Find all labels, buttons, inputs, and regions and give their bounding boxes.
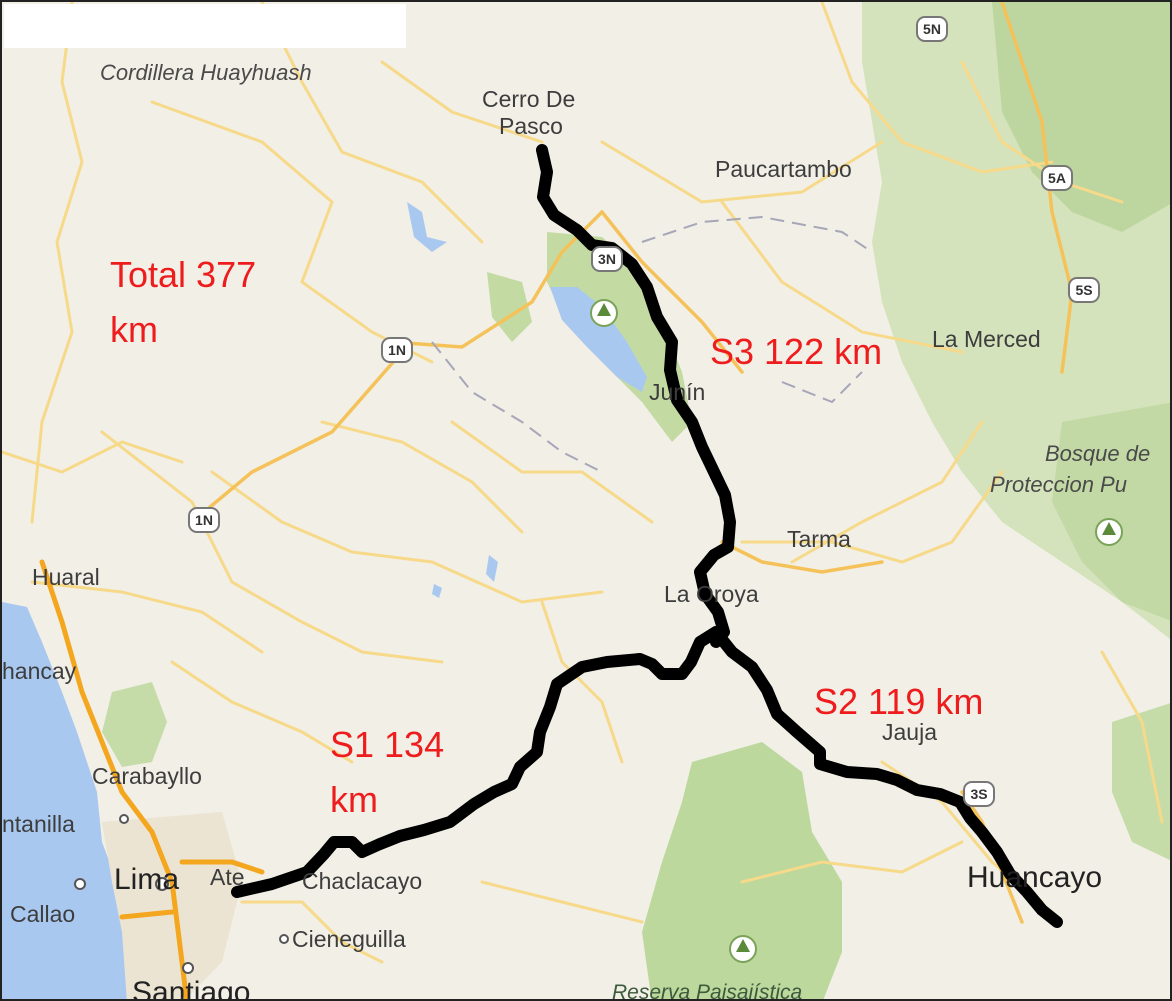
place-huaral: Huaral (32, 564, 100, 590)
route-s1 (231, 626, 722, 898)
place-ate: Ate (210, 864, 245, 890)
annotation-total-line1: Total 377 (110, 254, 256, 295)
route-shield-1n-icon: 1N (188, 507, 220, 533)
lake-junin (550, 287, 647, 392)
svg-text:5A: 5A (1048, 170, 1066, 186)
place-ventanilla-partial: ntanilla (2, 811, 75, 837)
place-chaclacayo: Chaclacayo (302, 868, 422, 894)
reserva-park (642, 742, 842, 999)
annotation-s2: S2 119 km (814, 681, 983, 722)
route-shield-1n-icon: 1N (381, 337, 413, 363)
svg-text:3S: 3S (970, 786, 987, 802)
lake-small-1 (407, 202, 447, 252)
forest-region-dense (992, 2, 1170, 232)
place-reserva-paisajistica: Reserva Paisajística (612, 981, 802, 1001)
place-cerro-de-pasco-line1: Cerro De (482, 86, 575, 112)
svg-text:5S: 5S (1075, 282, 1092, 298)
place-callao: Callao (10, 901, 75, 927)
park-tree-icon-junin (590, 299, 618, 327)
pacific-ocean (2, 602, 132, 999)
place-tarma: Tarma (787, 526, 851, 552)
route-shield-3n-icon: 3N (591, 246, 623, 272)
place-cerro-de-pasco-line2: Pasco (499, 113, 563, 139)
park-east (1112, 703, 1170, 861)
svg-text:1N: 1N (388, 342, 406, 358)
lima-urban (102, 812, 242, 999)
park-tree-icon-bosque (1095, 518, 1123, 546)
lake-small-2 (486, 555, 498, 582)
minor-roads (2, 2, 1164, 964)
route-s2 (710, 626, 1063, 928)
forest-region-east (1052, 402, 1170, 621)
place-carabayllo: Carabayllo (92, 763, 202, 789)
place-la-merced: La Merced (932, 326, 1041, 352)
svg-text:3N: 3N (598, 251, 616, 267)
lake-small-3 (432, 584, 442, 598)
place-paucartambo: Paucartambo (715, 156, 852, 182)
place-cordillera-huayhuash: Cordillera Huayhuash (100, 60, 312, 85)
park-tree-icon-reserva (729, 935, 757, 963)
annotation-s3: S3 122 km (710, 331, 882, 372)
svg-text:1N: 1N (195, 512, 213, 528)
route-shield-5n-icon: 5N (916, 16, 948, 42)
route-shield-5s-icon: 5S (1068, 277, 1100, 303)
place-jauja: Jauja (882, 719, 937, 745)
place-lima: Lima (114, 863, 179, 896)
annotation-s1-line1: S1 134 (330, 724, 444, 765)
route-s3 (536, 144, 736, 648)
place-bosque-line2: Proteccion Pu (990, 472, 1127, 497)
annotation-total-line2: km (110, 309, 158, 350)
place-junin: Junín (649, 379, 705, 405)
place-huancayo: Huancayo (967, 861, 1102, 894)
place-huacho-partial: hancay (2, 658, 77, 684)
park-west (102, 682, 167, 767)
place-santiago: Santiago (132, 976, 250, 1001)
route-shield-5a-icon: 5A (1041, 165, 1073, 191)
map-search-box[interactable] (4, 4, 406, 48)
major-roads (39, 559, 265, 999)
place-bosque-line1: Bosque de (1045, 441, 1150, 466)
annotation-s1-line2: km (330, 779, 378, 820)
route-shield-3s-icon: 3S (963, 781, 995, 807)
regional-boundaries (431, 215, 873, 473)
place-cieneguilla: Cieneguilla (292, 926, 406, 952)
place-la-oroya: La Oroya (664, 581, 759, 607)
city-markers (74, 814, 289, 974)
svg-text:5N: 5N (923, 21, 941, 37)
